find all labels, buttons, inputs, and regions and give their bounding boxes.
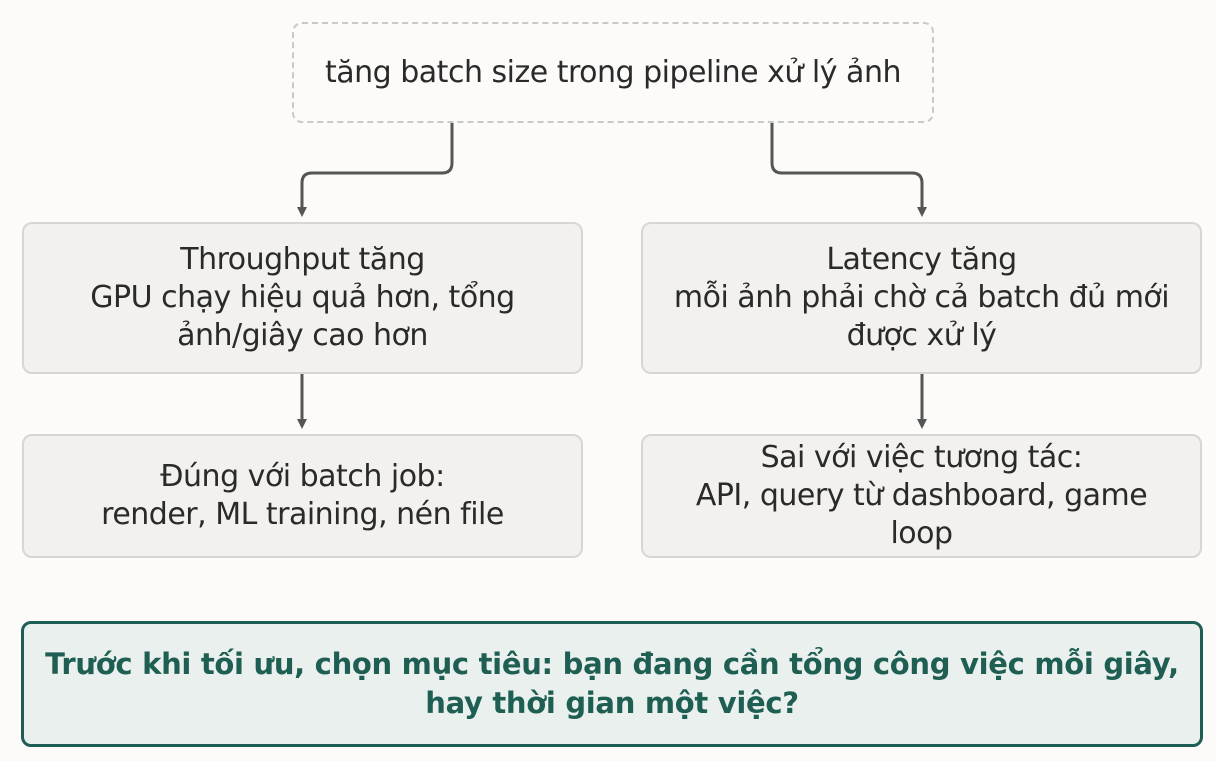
- interactive-line2: API, query từ dashboard, game: [695, 478, 1148, 513]
- root-text: tăng batch size trong pipeline xử lý ảnh: [325, 54, 901, 90]
- batch-job-line1: Đúng với batch job:: [160, 459, 445, 494]
- throughput-title: Throughput tăng: [180, 242, 425, 277]
- throughput-detail-line2: ảnh/giây cao hơn: [177, 318, 428, 353]
- latency-detail-line1: mỗi ảnh phải chờ cả batch đủ mới: [673, 280, 1170, 315]
- interactive-node: Sai với việc tương tác: API, query từ da…: [641, 434, 1202, 558]
- conclusion-callout: Trước khi tối ưu, chọn mục tiêu: bạn đan…: [21, 621, 1203, 747]
- conclusion-line2: hay thời gian một việc?: [425, 686, 799, 720]
- throughput-node: Throughput tăng GPU chạy hiệu quả hơn, t…: [22, 222, 583, 374]
- edge-root-to-throughput: [297, 123, 454, 217]
- interactive-line3: loop: [890, 516, 953, 551]
- latency-node: Latency tăng mỗi ảnh phải chờ cả batch đ…: [641, 222, 1202, 374]
- latency-title: Latency tăng: [826, 242, 1017, 277]
- root-node: tăng batch size trong pipeline xử lý ảnh: [292, 22, 934, 123]
- conclusion-line1: Trước khi tối ưu, chọn mục tiêu: bạn đan…: [45, 647, 1179, 681]
- batch-job-line2: render, ML training, nén file: [101, 497, 504, 532]
- interactive-line1: Sai với việc tương tác:: [760, 440, 1083, 475]
- edge-root-to-latency: [770, 123, 927, 217]
- latency-detail-line2: được xử lý: [846, 318, 997, 353]
- throughput-detail-line1: GPU chạy hiệu quả hơn, tổng: [90, 280, 515, 315]
- batch-job-node: Đúng với batch job: render, ML training,…: [22, 434, 583, 558]
